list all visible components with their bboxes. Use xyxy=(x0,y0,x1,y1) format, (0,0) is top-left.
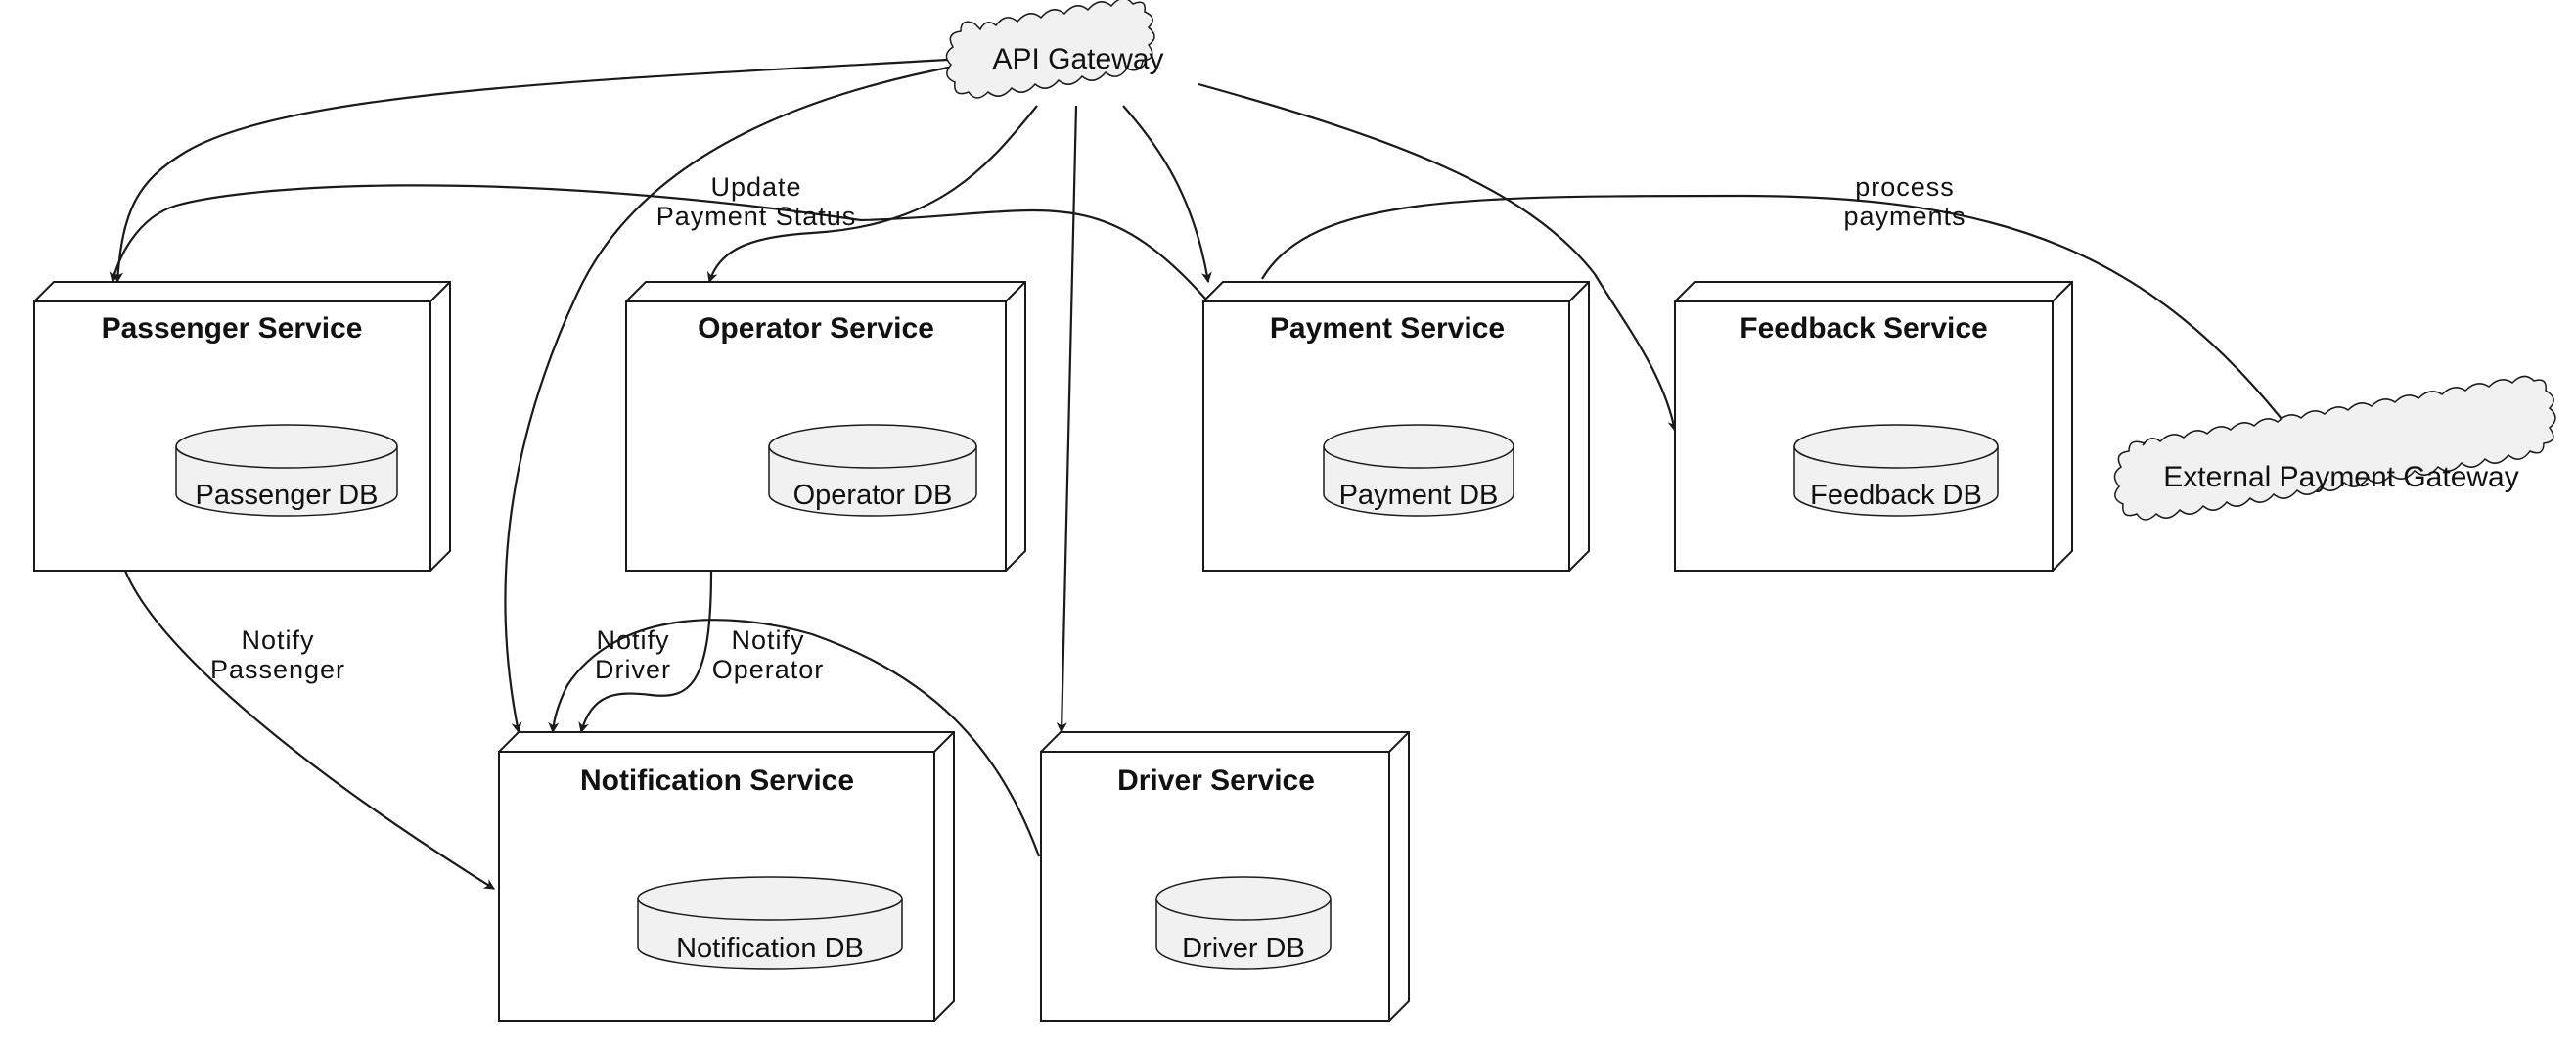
edge-labels: Update Payment Status process payments N… xyxy=(210,172,1966,684)
db-feedback-label: Feedback DB xyxy=(1810,480,1982,511)
edge-label-update-payment-status-line1: Update xyxy=(710,172,801,202)
edge-operator-to-notification xyxy=(578,570,713,734)
edge-label-notify-driver-line1: Notify xyxy=(596,625,669,655)
node-notification-service-title: Notification Service xyxy=(580,764,854,797)
edge-label-notify-operator-line1: Notify xyxy=(731,625,804,655)
node-payment-service-title: Payment Service xyxy=(1270,312,1505,345)
node-feedback-service-title: Feedback Service xyxy=(1740,312,1988,345)
edge-label-process-payments-line1: process xyxy=(1855,172,1955,202)
edge-gateway-to-driver xyxy=(1056,105,1078,734)
db-passenger: Passenger DB xyxy=(175,424,398,517)
cloud-api-gateway-label: API Gateway xyxy=(992,43,1163,75)
db-passenger-label: Passenger DB xyxy=(196,480,379,511)
db-payment-label: Payment DB xyxy=(1339,480,1499,511)
edge-driver-to-notification xyxy=(548,619,1041,857)
db-notification: Notification DB xyxy=(637,876,903,970)
db-operator-label: Operator DB xyxy=(793,480,953,511)
node-payment-service: Payment Service Payment DB xyxy=(1202,281,1590,572)
db-feedback: Feedback DB xyxy=(1793,424,1999,517)
edges xyxy=(109,57,2290,890)
node-passenger-service: Passenger Service Passenger DB xyxy=(33,281,451,572)
cloud-api-gateway-shape xyxy=(945,0,1155,99)
edge-label-update-payment-status-line2: Payment Status xyxy=(656,202,857,231)
db-operator: Operator DB xyxy=(768,424,977,517)
edge-payment-to-passenger xyxy=(109,184,1206,300)
db-payment: Payment DB xyxy=(1323,424,1514,517)
edge-payment-to-external xyxy=(1261,194,2290,430)
edge-gateway-to-feedback xyxy=(1198,82,1679,433)
edge-label-process-payments-line2: payments xyxy=(1843,202,1966,231)
node-notification-service: Notification Service Notification DB xyxy=(498,731,955,1022)
edge-label-notify-passenger-line1: Notify xyxy=(241,625,314,655)
cloud-external-payment-gateway: External Payment Gateway xyxy=(2113,375,2556,521)
node-feedback-service: Feedback Service Feedback DB xyxy=(1674,281,2073,572)
edge-gateway-to-payment xyxy=(1122,105,1212,284)
db-driver-label: Driver DB xyxy=(1182,933,1305,964)
cloud-api-gateway: API Gateway xyxy=(945,0,1164,99)
cloud-external-payment-gateway-label: External Payment Gateway xyxy=(2163,461,2519,493)
node-driver-service: Driver Service Driver DB xyxy=(1040,731,1410,1022)
cloud-external-payment-gateway-shape xyxy=(2113,375,2556,521)
edge-label-notify-operator-line2: Operator xyxy=(712,655,825,684)
edge-label-notify-passenger-line2: Passenger xyxy=(210,655,345,684)
node-passenger-service-title: Passenger Service xyxy=(102,312,363,345)
db-notification-label: Notification DB xyxy=(676,933,864,964)
node-operator-service-title: Operator Service xyxy=(698,312,934,345)
edge-passenger-to-notification xyxy=(123,570,495,890)
node-operator-service: Operator Service Operator DB xyxy=(625,281,1026,572)
edge-gateway-to-operator xyxy=(706,105,1038,284)
edge-label-notify-driver-line2: Driver xyxy=(595,655,671,684)
edge-gateway-to-notification xyxy=(504,63,965,734)
edge-gateway-to-passenger xyxy=(113,57,965,284)
db-driver: Driver DB xyxy=(1155,876,1332,970)
node-driver-service-title: Driver Service xyxy=(1117,764,1315,797)
